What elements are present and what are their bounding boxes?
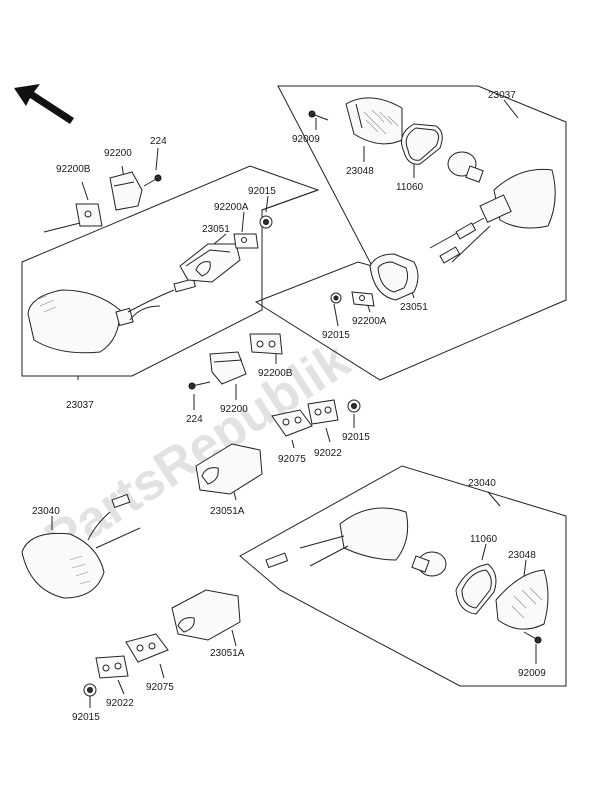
plate-92200A-top-right	[351, 291, 375, 307]
bracket-92200-mid	[209, 351, 247, 385]
label-92200B-left: 92200B	[56, 164, 91, 175]
plate-92022-bottom	[95, 655, 129, 679]
label-92022-mid: 92022	[314, 448, 342, 459]
label-23051A-bottom: 23051A	[210, 648, 245, 659]
watermark-text: PartsRepublik	[35, 331, 360, 570]
label-92075-bottom: 92075	[146, 682, 174, 693]
label-92015-top-right: 92015	[322, 330, 350, 341]
label-23040-right: 23040	[468, 478, 496, 489]
label-23051-top-left: 23051	[202, 224, 230, 235]
frame-right-top-assembly	[254, 85, 567, 381]
part-labels: 23037 92009 23048 11060 23051 92015 9220…	[32, 90, 546, 723]
gasket-11060-bottom	[455, 563, 497, 615]
rubber-mount-23051-top	[369, 253, 419, 301]
label-92200A-top-right: 92200A	[352, 316, 387, 327]
label-92200A-top-left: 92200A	[214, 202, 249, 213]
nut-92015-bottom	[83, 683, 97, 697]
label-92075-mid: 92075	[278, 454, 306, 465]
turn-signal-lens-bottom-right	[495, 569, 549, 630]
rubber-mount-23051-top-left	[179, 243, 241, 283]
plate-92200A-top-left	[233, 233, 259, 249]
nut-92015-top-left	[259, 215, 273, 229]
label-92015-mid: 92015	[342, 432, 370, 443]
frame-right-bottom-assembly	[239, 465, 567, 687]
label-23048-top: 23048	[346, 166, 374, 177]
turn-signal-lens-top-left	[27, 278, 197, 354]
plate-92022-mid	[307, 399, 339, 425]
seal-92075-mid	[271, 409, 313, 437]
label-92200B-mid: 92200B	[258, 368, 293, 379]
bracket-92200-left	[109, 171, 143, 211]
nut-92015-top-right	[330, 292, 342, 304]
gasket-11060-top	[401, 123, 443, 165]
bulb-bottom	[411, 551, 447, 577]
turn-signal-housing-bottom-right	[265, 507, 409, 569]
label-92022-bottom: 92022	[106, 698, 134, 709]
label-92009-bottom: 92009	[518, 668, 546, 679]
rubber-mount-23051A-mid	[195, 443, 263, 495]
label-23037-top: 23037	[488, 90, 516, 101]
plate-92200B-mid	[249, 333, 283, 355]
label-224-mid: 224	[186, 414, 203, 425]
label-224-left: 224	[150, 136, 167, 147]
nut-92015-mid	[347, 399, 361, 413]
turn-signal-lens-top-right	[345, 97, 403, 145]
rubber-mount-23051A-bottom	[171, 589, 241, 641]
label-92009-top: 92009	[292, 134, 320, 145]
seal-92075-bottom	[125, 633, 169, 663]
label-92015-bottom: 92015	[72, 712, 100, 723]
plate-92200B-left	[75, 203, 103, 227]
label-23048-bottom: 23048	[508, 550, 536, 561]
frame-left-top-assembly	[21, 165, 320, 377]
label-23040-left: 23040	[32, 506, 60, 517]
bulb-top	[447, 151, 484, 183]
label-23051A-mid: 23051A	[210, 506, 245, 517]
label-23051-top: 23051	[400, 302, 428, 313]
label-92015-top-left: 92015	[248, 186, 276, 197]
label-11060-bottom: 11060	[470, 534, 498, 545]
front-direction-arrow-icon	[14, 84, 74, 124]
label-11060-top: 11060	[396, 182, 424, 193]
bolt-224-left	[143, 174, 162, 187]
screw-92009-bottom	[523, 631, 542, 644]
label-23037-left: 23037	[66, 400, 94, 411]
watermark: PartsRepublik	[35, 331, 360, 570]
turn-signal-housing-top-right	[429, 168, 556, 264]
bolt-224-mid	[188, 381, 211, 390]
screw-92009-top	[308, 110, 329, 121]
label-92200-left: 92200	[104, 148, 132, 159]
label-92200-mid: 92200	[220, 404, 248, 415]
turn-signal-lens-bottom-left	[21, 493, 141, 599]
